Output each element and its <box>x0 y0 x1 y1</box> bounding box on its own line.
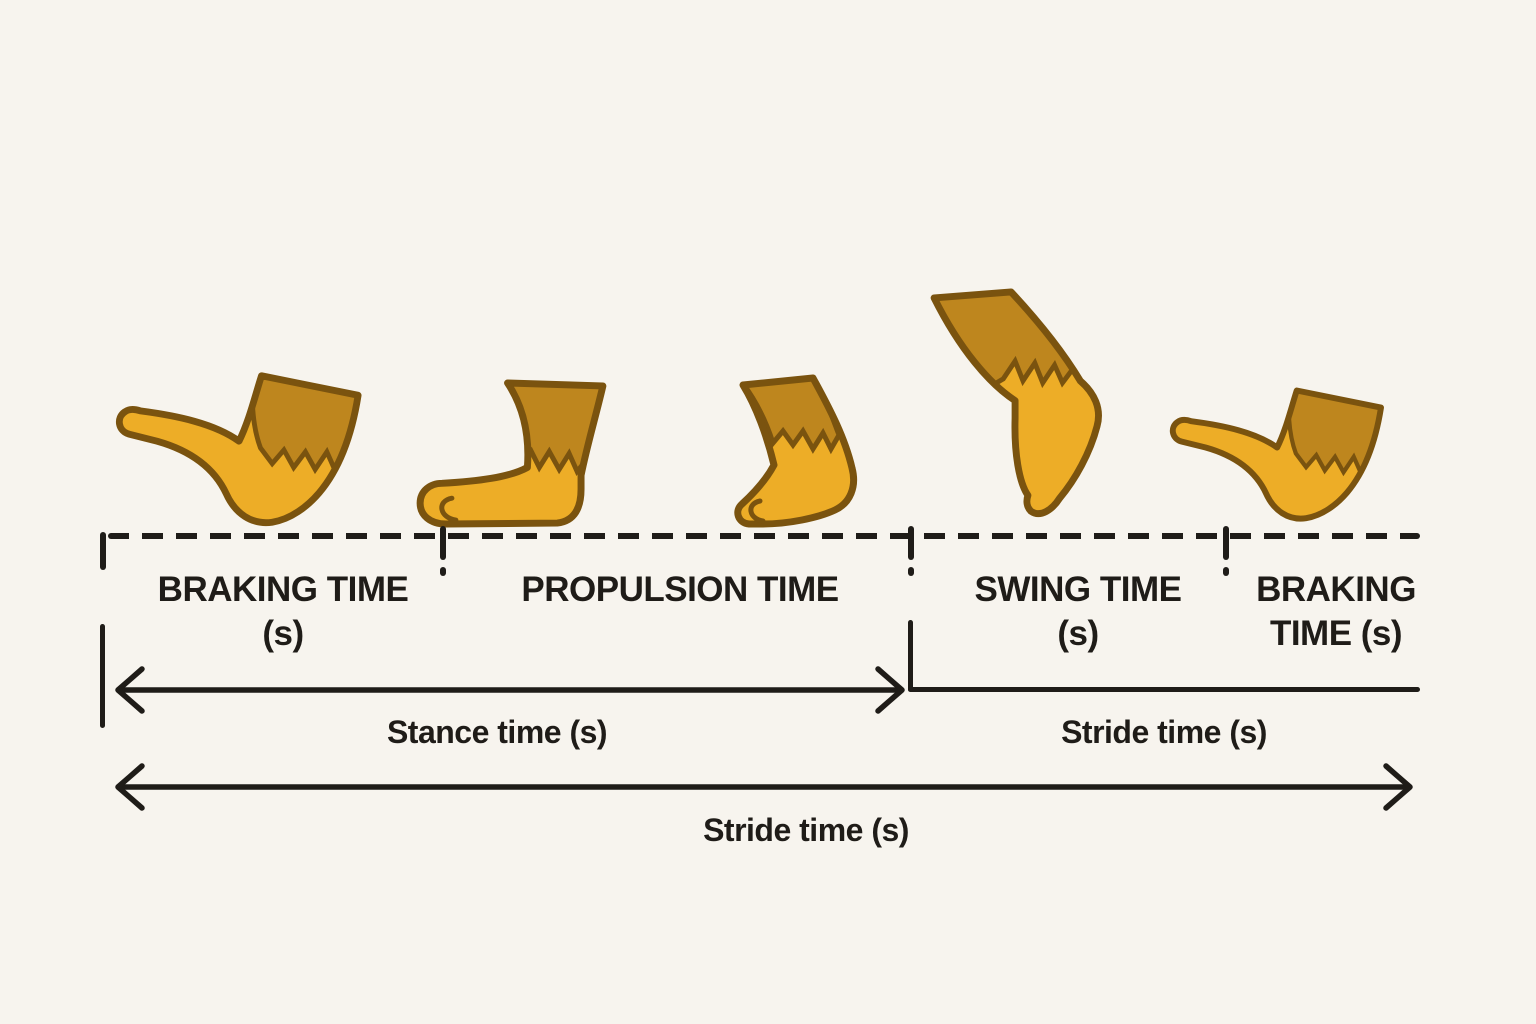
arrowhead-right-icon <box>875 666 905 714</box>
foot-illustration-foot-flat <box>416 379 607 528</box>
phase-label-braking-time-1: BRAKING TIME (s) <box>158 568 409 656</box>
stride-bracket-vertical-line <box>908 620 913 692</box>
phase-label-braking-time-2: BRAKING TIME (s) <box>1256 568 1416 656</box>
ground-tick-propulsion-end-dot <box>908 567 914 576</box>
foot-illustration-toe-off <box>734 374 858 528</box>
arrowhead-left-icon <box>115 666 145 714</box>
phase-label-line: BRAKING TIME <box>157 570 409 609</box>
ground-tick-braking-end <box>440 526 446 560</box>
ground-tick-braking-end-dot <box>440 567 446 576</box>
phase-label-line: BRAKING <box>1256 570 1416 609</box>
ground-tick-swing-end-dot <box>1223 567 1229 576</box>
stride-time-right-label: Stride time (s) <box>1061 714 1267 750</box>
stride-bracket-horizontal-line <box>908 687 1420 692</box>
phase-label-line: SWING TIME <box>974 570 1182 609</box>
ground-tick-start <box>100 532 106 570</box>
ground-tick-swing-end <box>1223 526 1229 560</box>
foot-illustration-heel-strike-2 <box>1169 387 1384 522</box>
ground-dashed-line <box>108 533 1420 539</box>
arrowhead-right-icon <box>1383 763 1413 811</box>
arrowhead-left-icon <box>115 763 145 811</box>
phase-label-line: (s) <box>1057 614 1099 653</box>
stride-time-bottom-label: Stride time (s) <box>703 812 909 848</box>
phase-label-propulsion-time: PROPULSION TIME <box>521 568 839 612</box>
foot-illustration-swing <box>930 288 1102 518</box>
stance-time-label: Stance time (s) <box>386 714 608 750</box>
phase-label-line: (s) <box>262 614 304 653</box>
ground-tick-propulsion-end <box>908 526 914 560</box>
foot-illustration-heel-strike-1 <box>115 372 362 527</box>
stride-time-bottom-arrow <box>115 763 1413 811</box>
phase-label-line: TIME (s) <box>1269 614 1403 653</box>
stance-time-arrow <box>115 666 905 714</box>
phase-label-line: PROPULSION TIME <box>521 570 839 609</box>
stance-start-boundary-line <box>100 624 105 728</box>
phase-label-swing-time: SWING TIME (s) <box>975 568 1182 656</box>
